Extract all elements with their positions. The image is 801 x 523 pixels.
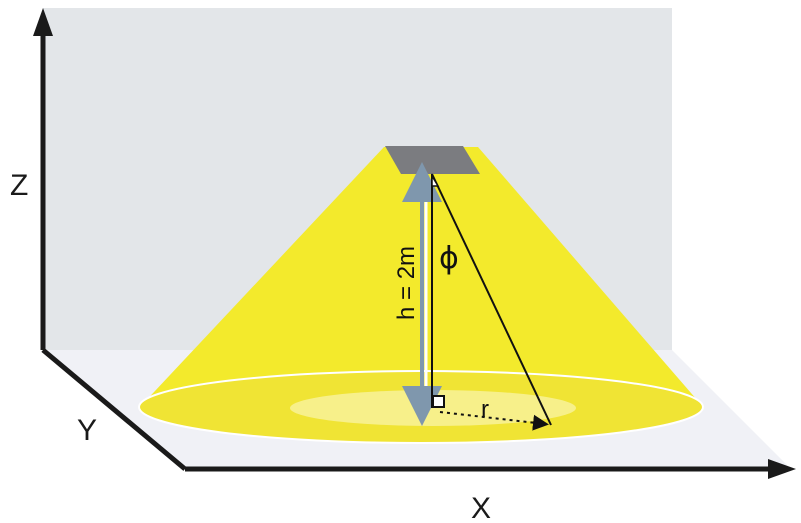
- x-axis-label: X: [471, 492, 491, 523]
- z-axis-label: Z: [10, 169, 28, 202]
- height-label: h = 2m: [393, 246, 420, 320]
- floor-right-angle-marker: [432, 395, 445, 408]
- y-axis-line: [41, 348, 187, 471]
- y-axis-label: Y: [77, 414, 97, 447]
- radius-label: r: [481, 396, 489, 423]
- angle-phi-label: ϕ: [439, 241, 459, 276]
- x-axis-arrowhead: [768, 459, 796, 479]
- top-angle-marker: [431, 173, 440, 187]
- z-axis-arrowhead: [33, 8, 53, 36]
- slant-line: [431, 173, 552, 426]
